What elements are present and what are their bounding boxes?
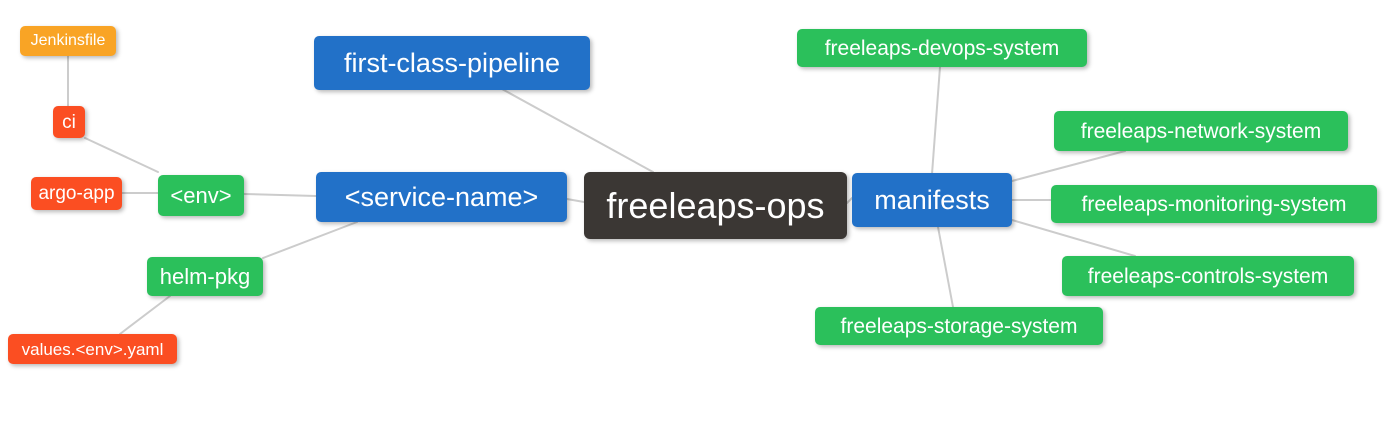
node-freeleaps-storage-system[interactable]: freeleaps-storage-system xyxy=(815,307,1103,345)
node-helm-pkg[interactable]: helm-pkg xyxy=(147,257,263,296)
edge-manifests-storage-system xyxy=(937,226,954,308)
node-argo-app[interactable]: argo-app xyxy=(31,177,122,210)
node-freeleaps-controls-system[interactable]: freeleaps-controls-system xyxy=(1062,256,1354,296)
edge-freeleaps-ops-manifests xyxy=(846,197,853,204)
edge-helm-pkg-service-name xyxy=(262,221,358,259)
node-manifests[interactable]: manifests xyxy=(852,173,1012,227)
edge-manifests-network-system xyxy=(1011,150,1126,182)
node-env[interactable]: <env> xyxy=(158,175,244,216)
node-service-name[interactable]: <service-name> xyxy=(316,172,567,222)
node-first-class-pipeline[interactable]: first-class-pipeline xyxy=(314,36,590,90)
node-freeleaps-monitoring-system[interactable]: freeleaps-monitoring-system xyxy=(1051,185,1377,223)
edge-manifests-controls-system xyxy=(1011,219,1136,257)
node-ci[interactable]: ci xyxy=(53,106,85,138)
edge-pipeline-freeleaps-ops xyxy=(501,88,654,173)
edge-env-service-name xyxy=(243,193,317,197)
edge-ci-env xyxy=(84,137,159,173)
node-freeleaps-network-system[interactable]: freeleaps-network-system xyxy=(1054,111,1348,151)
edge-service-name-freeleaps-ops xyxy=(566,198,585,203)
node-freeleaps-devops-system[interactable]: freeleaps-devops-system xyxy=(797,29,1087,67)
node-jenkinsfile[interactable]: Jenkinsfile xyxy=(20,26,116,56)
node-freeleaps-ops-root[interactable]: freeleaps-ops xyxy=(584,172,847,239)
node-values-env-yaml[interactable]: values.<env>.yaml xyxy=(8,334,177,364)
edge-values-helm-pkg xyxy=(119,295,171,335)
edge-manifests-devops-system xyxy=(931,66,941,175)
